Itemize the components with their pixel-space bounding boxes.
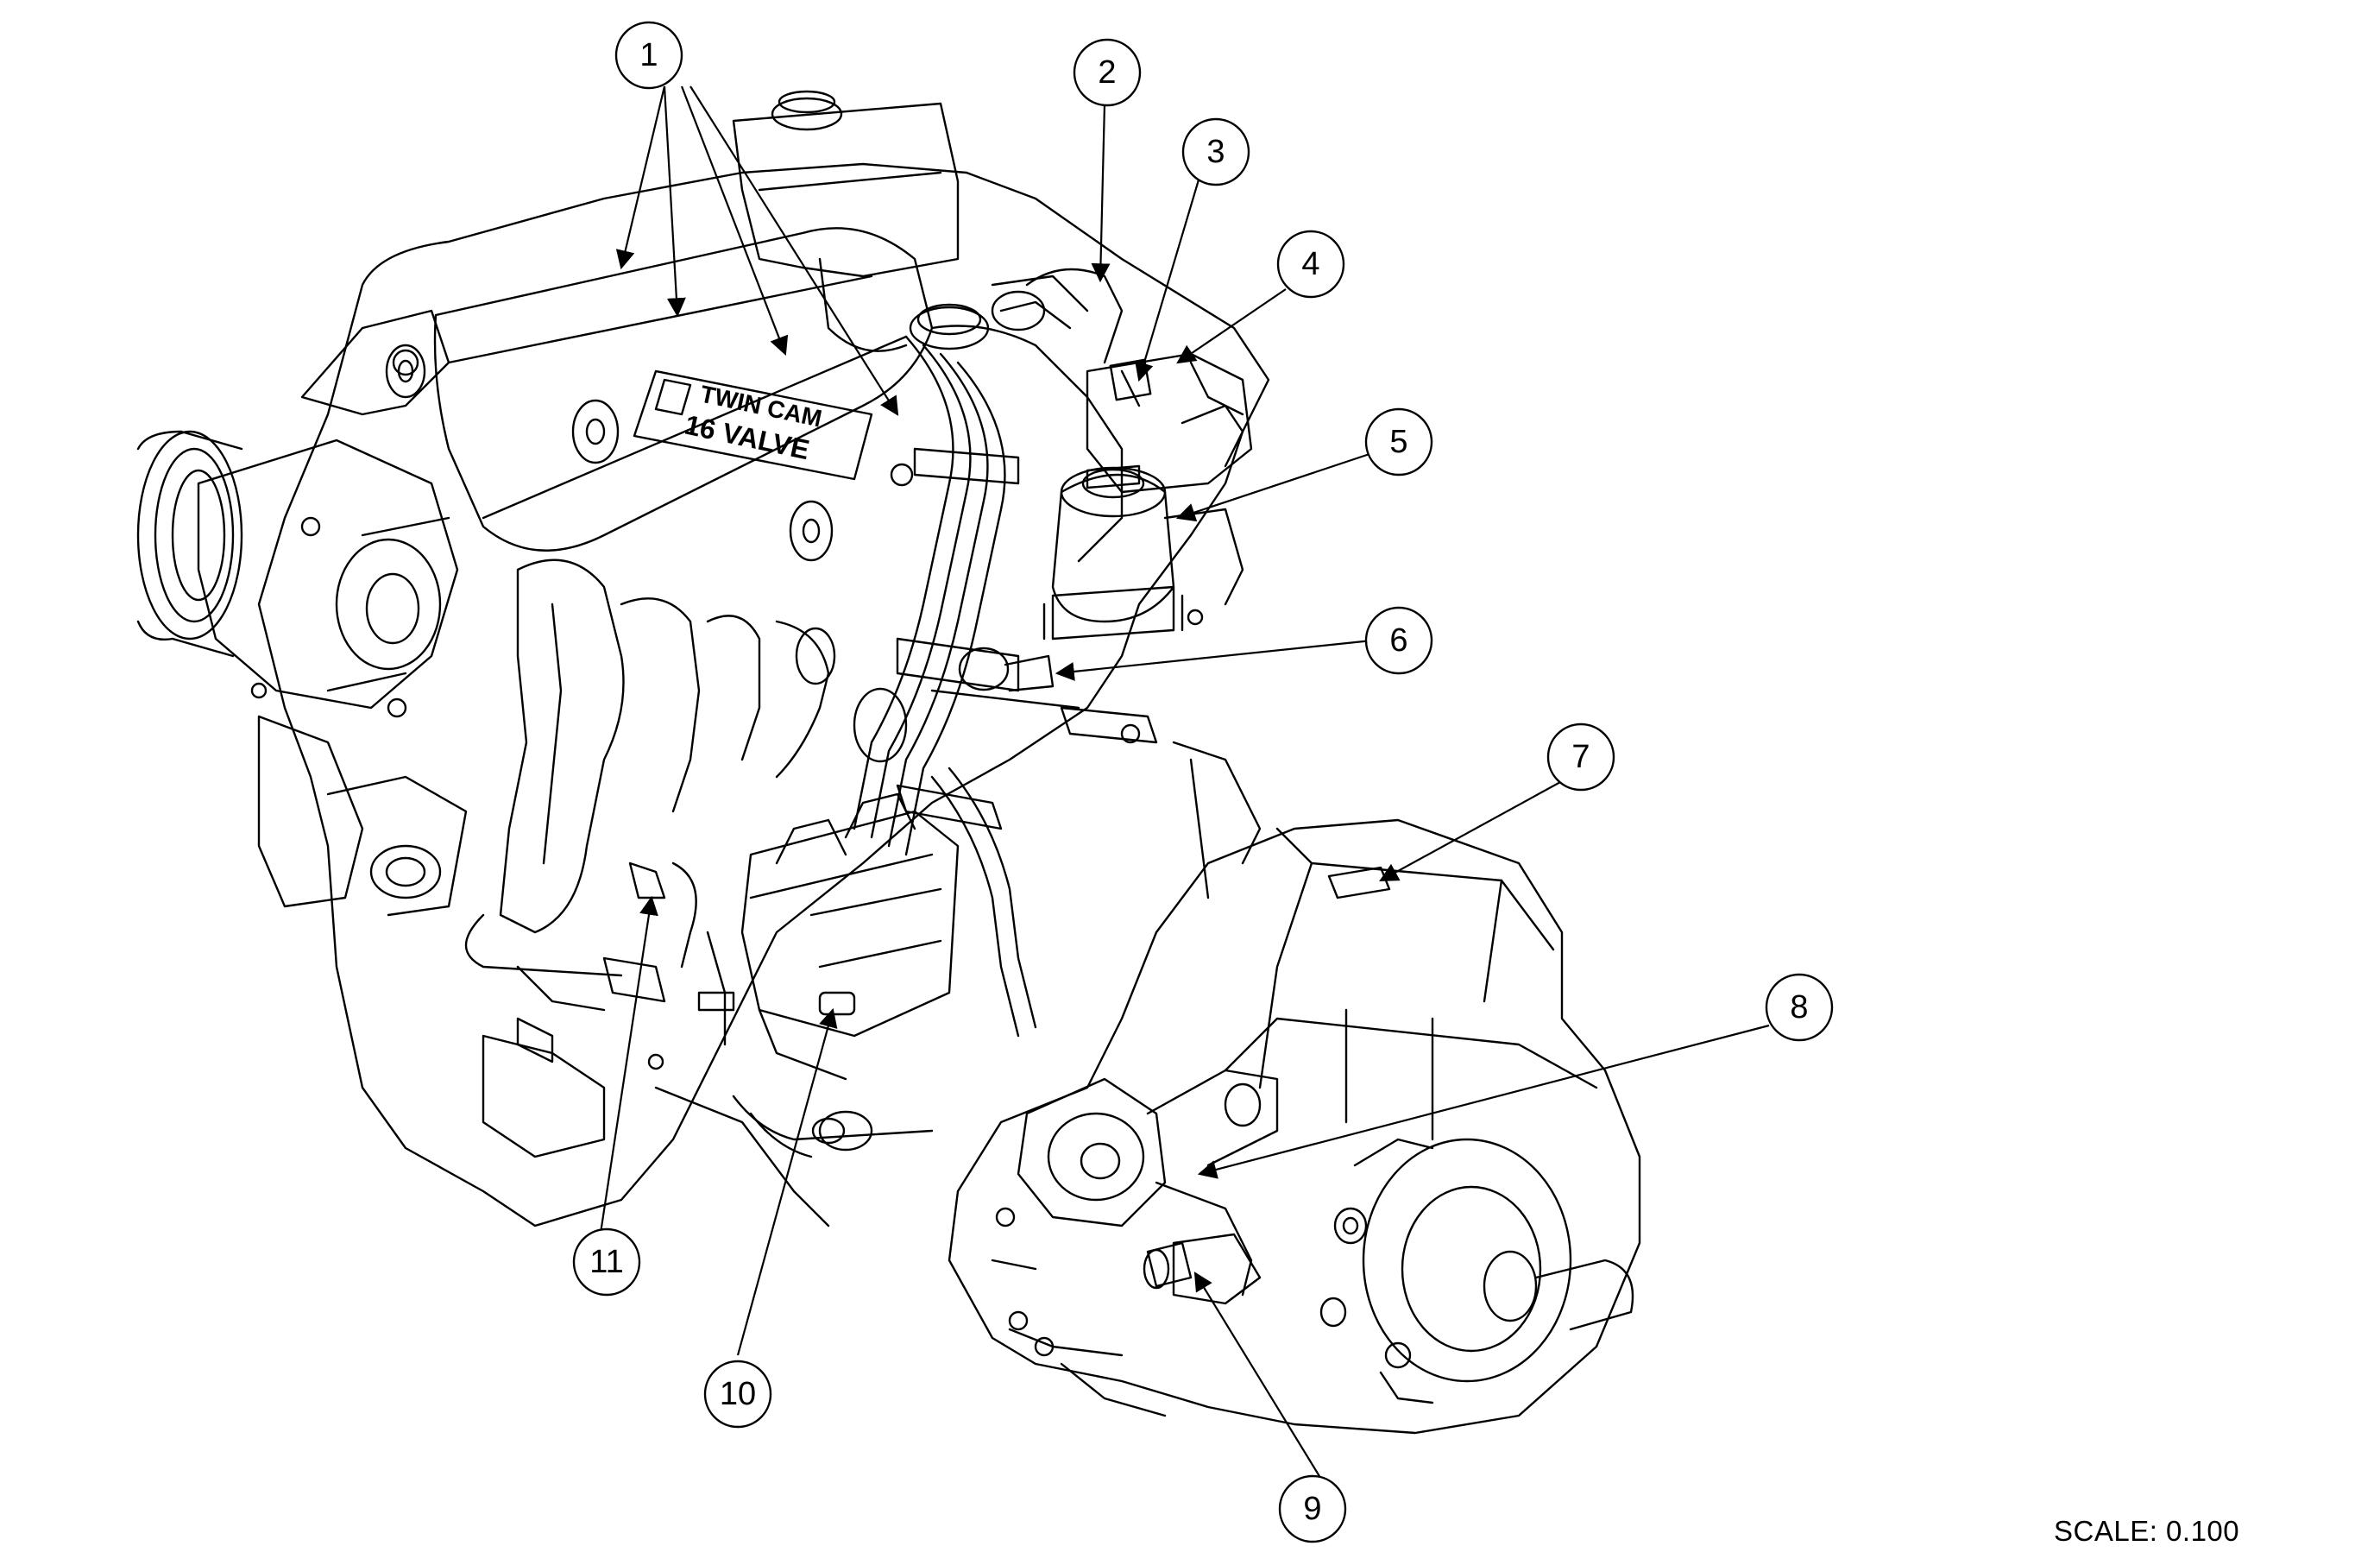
callout-5: 5 <box>1364 407 1433 476</box>
leader-3 <box>1135 176 1201 382</box>
exhaust-manifold <box>499 558 625 934</box>
engine-line-art <box>136 90 1641 1435</box>
callout-8: 8 <box>1765 973 1834 1042</box>
leader-1c <box>680 85 789 357</box>
callout-1: 1 <box>614 21 683 90</box>
leader-7 <box>1379 780 1563 882</box>
cam-cover <box>433 227 934 552</box>
dipstick-tube <box>775 620 830 779</box>
ignition-coil-pack <box>740 810 960 1038</box>
leader-5 <box>1175 451 1373 522</box>
reservoir-cap <box>771 97 843 131</box>
svg-text:1: 1 <box>639 37 658 73</box>
callout-10: 10 <box>703 1360 772 1429</box>
leader-1a <box>615 85 666 270</box>
svg-text:9: 9 <box>1303 1491 1321 1527</box>
egr-valve <box>1051 473 1175 623</box>
pulley-outer <box>136 430 243 641</box>
svg-text:2: 2 <box>1098 54 1116 91</box>
svg-text:6: 6 <box>1389 622 1407 659</box>
svg-text:11: 11 <box>589 1244 623 1280</box>
callout-2: 2 <box>1073 38 1142 107</box>
svg-text:5: 5 <box>1389 424 1407 460</box>
callout-7: 7 <box>1546 723 1615 792</box>
engine-mount <box>1017 1077 1167 1227</box>
emblem-plate <box>633 369 873 481</box>
svg-text:10: 10 <box>720 1376 756 1412</box>
svg-text:3: 3 <box>1206 134 1225 170</box>
emblem: TWIN CAM 16 VALVE <box>682 381 824 466</box>
callout-11: 11 <box>572 1227 641 1297</box>
scale-label: SCALE: 0.100 <box>2054 1515 2240 1547</box>
callout-6: 6 <box>1364 606 1433 675</box>
callout-9: 9 <box>1278 1474 1347 1543</box>
engine-block-outline <box>257 162 1270 1227</box>
leader-8 <box>1197 1024 1770 1179</box>
callout-3: 3 <box>1181 117 1250 186</box>
leader-6 <box>1055 639 1373 681</box>
callout-4: 4 <box>1276 230 1345 299</box>
ac-compressor <box>197 439 459 710</box>
transaxle-case <box>948 818 1641 1435</box>
leader-2 <box>1091 103 1111 283</box>
leader-1b <box>663 85 686 318</box>
svg-text:4: 4 <box>1301 246 1319 282</box>
leader-4 <box>1176 288 1287 364</box>
coolant-reservoir <box>732 102 960 278</box>
spark-plug-wires <box>853 335 954 830</box>
svg-text:7: 7 <box>1571 739 1590 775</box>
leader-lines <box>598 85 1770 1486</box>
leader-10 <box>736 1007 838 1356</box>
leader-11 <box>598 895 658 1240</box>
leader-1d <box>689 85 899 416</box>
callouts: 1 2 3 4 5 6 7 8 <box>572 21 1834 1543</box>
leader-9 <box>1193 1272 1325 1486</box>
svg-text:8: 8 <box>1790 989 1808 1025</box>
